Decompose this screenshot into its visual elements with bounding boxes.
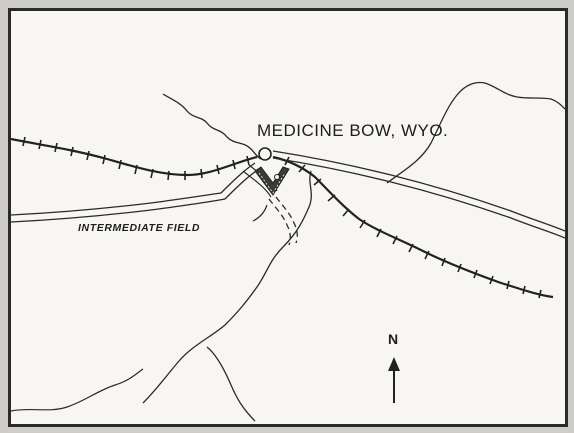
field-label: INTERMEDIATE FIELD (78, 222, 201, 234)
river-northwest (162, 93, 262, 160)
dashed-road (268, 196, 298, 246)
railroad-east-ticks (284, 156, 542, 299)
map-panel: MEDICINE BOW, WYO. INTERMEDIATE FIELD N (8, 8, 568, 427)
river-northeast (386, 81, 565, 184)
highway-east (272, 150, 565, 239)
railroad-west (11, 137, 258, 177)
river-south-branch (206, 346, 256, 422)
town-label: MEDICINE BOW, WYO. (257, 121, 449, 140)
north-arrow-icon (388, 357, 400, 403)
river-south-main (142, 170, 312, 404)
railroad-east (272, 155, 554, 299)
river-southwest (11, 368, 144, 412)
field-leader-line (252, 204, 268, 222)
railroad-west-ticks (22, 136, 250, 181)
intermediate-field-marker (254, 166, 290, 196)
map-drawing (11, 81, 565, 422)
town-marker (258, 147, 272, 161)
north-label: N (388, 331, 399, 347)
highway-west (11, 162, 260, 223)
